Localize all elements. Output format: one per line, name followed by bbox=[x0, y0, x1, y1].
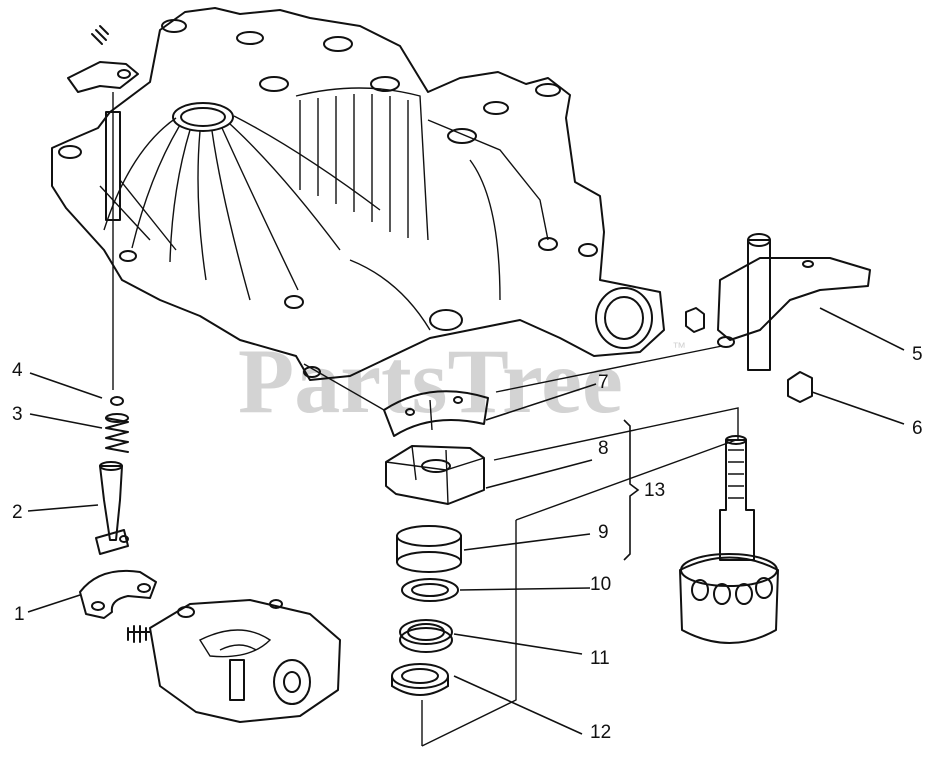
callout-13: 13 bbox=[644, 480, 665, 501]
callout-4: 4 bbox=[12, 360, 23, 381]
swashplate bbox=[385, 445, 485, 505]
group-bracket-13 bbox=[623, 419, 640, 561]
callout-9: 9 bbox=[598, 522, 609, 543]
leader-lines bbox=[27, 307, 905, 747]
callout-8: 8 bbox=[598, 438, 609, 459]
thrust-washer bbox=[401, 578, 459, 602]
seal bbox=[399, 619, 453, 653]
swashplate-bearing bbox=[383, 390, 489, 437]
callout-10: 10 bbox=[590, 574, 611, 595]
callout-labels: 1 2 3 4 5 6 7 8 9 10 11 12 13 bbox=[12, 344, 923, 743]
trunnion-arm bbox=[717, 233, 871, 371]
thrust-ring bbox=[396, 525, 462, 573]
watermark-trademark: ™ bbox=[672, 339, 686, 355]
washer bbox=[391, 663, 449, 696]
callout-7: 7 bbox=[598, 372, 609, 393]
spring bbox=[105, 413, 129, 453]
callout-5: 5 bbox=[912, 344, 923, 365]
control-arm-top bbox=[67, 25, 139, 93]
callout-1: 1 bbox=[14, 604, 25, 625]
bracket bbox=[79, 569, 157, 619]
valve-plunger bbox=[95, 461, 129, 555]
slider-block bbox=[685, 307, 813, 403]
callout-12: 12 bbox=[590, 722, 611, 743]
retaining-ring bbox=[110, 396, 124, 406]
transaxle-housing bbox=[51, 7, 665, 381]
callout-6: 6 bbox=[912, 418, 923, 439]
center-section bbox=[127, 599, 341, 723]
pump-cylinder-block bbox=[679, 435, 779, 644]
callout-3: 3 bbox=[12, 404, 23, 425]
callout-11: 11 bbox=[590, 648, 610, 669]
callout-2: 2 bbox=[12, 502, 23, 523]
